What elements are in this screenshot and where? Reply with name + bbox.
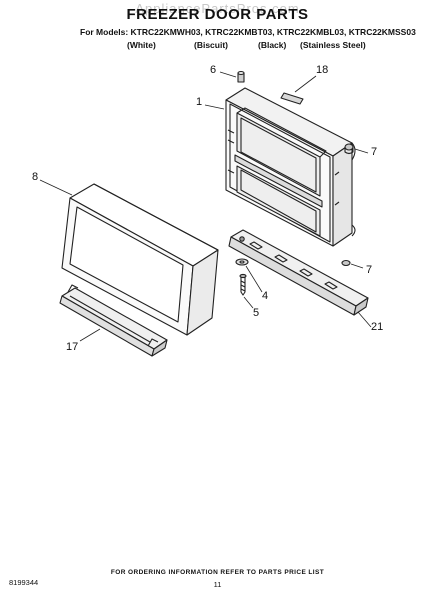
leader-1 <box>204 104 225 110</box>
ordering-note: FOR ORDERING INFORMATION REFER TO PARTS … <box>110 569 325 576</box>
leader-6 <box>219 71 237 78</box>
leader-5 <box>243 296 254 309</box>
color-white: (White) <box>127 40 156 50</box>
callout-6: 6 <box>210 64 217 76</box>
callout-1: 1 <box>196 96 203 108</box>
callout-7-bottom: 7 <box>366 264 373 276</box>
strip-part-18 <box>280 92 304 105</box>
callout-21: 21 <box>371 321 384 333</box>
leader-7-top <box>354 148 369 154</box>
callout-18: 18 <box>316 64 329 76</box>
watermark: AppliancePartsPros.com <box>135 1 300 16</box>
color-black: (Black) <box>258 40 287 50</box>
leader-4 <box>245 265 263 293</box>
leader-8 <box>39 179 73 196</box>
washer-part-4 <box>235 258 249 266</box>
door-liner-part-1 <box>225 87 356 247</box>
callout-8: 8 <box>32 171 39 183</box>
callout-7-top: 7 <box>371 146 378 158</box>
screw-part-5 <box>239 273 247 296</box>
callout-4: 4 <box>262 290 269 302</box>
leader-18 <box>294 75 317 93</box>
shelf-part-17 <box>59 284 168 357</box>
hinge-bar-part-21 <box>228 229 369 316</box>
models-line: For Models: KTRC22KMWH03, KTRC22KMBT03, … <box>80 27 416 37</box>
page-number: 11 <box>213 580 222 589</box>
leader-21 <box>357 311 372 328</box>
page-title: FREEZER DOOR PARTS <box>126 6 309 23</box>
leader-7-bottom <box>350 263 364 269</box>
cap-part-7-bottom <box>341 259 351 267</box>
leader-17 <box>79 328 101 342</box>
callout-17: 17 <box>66 341 79 353</box>
color-biscuit: (Biscuit) <box>194 40 228 50</box>
document-number: 8199344 <box>9 578 39 587</box>
callout-5: 5 <box>253 307 260 319</box>
gasket-part-8 <box>61 183 219 336</box>
plug-part-6 <box>237 70 245 83</box>
cap-part-7-top <box>344 143 354 155</box>
color-stainless-steel: (Stainless Steel) <box>300 40 366 50</box>
